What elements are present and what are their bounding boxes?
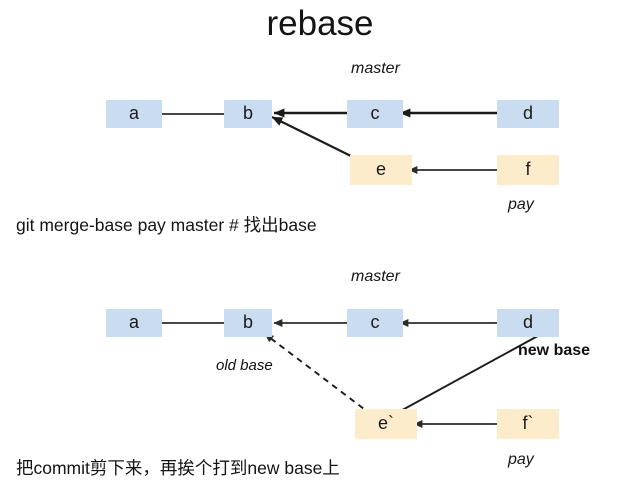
page-title: rebase xyxy=(266,4,374,43)
edge-e2-to-b-old-base-dashed xyxy=(264,333,373,416)
commit-label: c xyxy=(370,312,380,332)
old-base-annotation: old base xyxy=(216,357,273,374)
commit-node-e-prime-after[interactable]: e` xyxy=(355,409,417,439)
commit-label: f` xyxy=(522,413,534,433)
commit-node-f-prime-after[interactable]: f` xyxy=(497,409,559,439)
commit-node-f-before[interactable]: f xyxy=(497,155,559,185)
caption-before: git merge-base pay master # 找出base xyxy=(16,215,317,235)
commit-node-b-after[interactable]: b xyxy=(224,309,272,337)
commit-label: a xyxy=(128,312,139,332)
commit-label: a xyxy=(128,103,139,123)
commit-node-b-before[interactable]: b xyxy=(224,100,272,128)
commit-node-a-before[interactable]: a xyxy=(106,100,162,128)
commit-node-d-after[interactable]: d xyxy=(497,309,559,337)
commit-label: c xyxy=(370,103,380,123)
caption-after: 把commit剪下来，再挨个打到new base上 xyxy=(16,458,340,478)
branch-label-master-before: master xyxy=(351,60,400,77)
branch-label-pay-before: pay xyxy=(508,196,534,213)
commit-label: b xyxy=(242,103,253,123)
edge-e2-to-d-new-base xyxy=(394,325,557,415)
commit-label: e xyxy=(375,159,386,179)
commit-node-a-after[interactable]: a xyxy=(106,309,162,337)
commit-label: d xyxy=(522,103,533,123)
commit-node-d-before[interactable]: d xyxy=(497,100,559,128)
commit-label: d xyxy=(522,312,533,332)
new-base-annotation: new base xyxy=(518,342,591,359)
commit-label: e` xyxy=(377,413,394,433)
commit-label: b xyxy=(242,312,253,332)
commit-node-c-before[interactable]: c xyxy=(347,100,403,128)
commit-label: f xyxy=(525,159,531,179)
commit-node-e-before[interactable]: e xyxy=(350,155,412,185)
branch-label-master-after: master xyxy=(351,268,400,285)
commit-node-c-after[interactable]: c xyxy=(347,309,403,337)
branch-label-pay-after: pay xyxy=(508,451,534,468)
